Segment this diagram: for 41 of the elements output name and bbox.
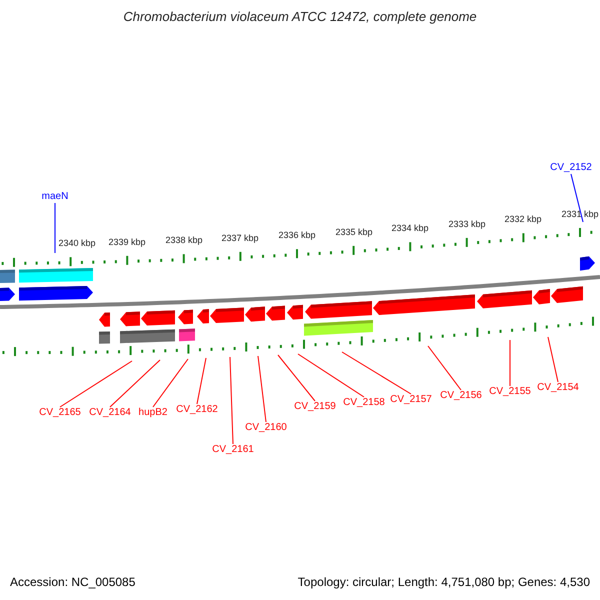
gene-label: CV_2162 — [176, 404, 218, 416]
scale-label: 2338 kbp — [164, 234, 204, 246]
gene-label: CV_2161 — [212, 444, 254, 456]
gene-label: CV_2160 — [245, 422, 287, 434]
gene-label: CV_2157 — [390, 394, 432, 406]
gene-label: CV_2155 — [489, 386, 531, 398]
scale-label: 2335 kbp — [334, 226, 374, 238]
accession-label: Accession: NC_005085 — [10, 576, 136, 588]
gene-label: CV_2158 — [343, 397, 385, 409]
leader-line — [570, 174, 584, 222]
leader-line — [258, 356, 266, 422]
leader-line — [196, 358, 206, 404]
gene-label: CV_2156 — [440, 390, 482, 402]
leader-line — [152, 358, 188, 408]
scale-label: 2334 kbp — [390, 222, 430, 234]
leader-line — [298, 354, 364, 398]
scale-label: 2333 kbp — [447, 218, 487, 230]
gene-label: CV_2159 — [294, 401, 336, 413]
scale-label: 2337 kbp — [220, 232, 260, 244]
leader-line — [54, 202, 56, 254]
leader-line — [428, 346, 462, 390]
scale-label: 2332 kbp — [503, 213, 543, 226]
genome-info-label: Topology: circular; Length: 4,751,080 bp; Genes: 4,530 — [298, 576, 590, 588]
scale-label: 2340 kbp — [57, 237, 97, 250]
scale-label: 2336 kbp — [277, 229, 317, 242]
gene-label: CV_2154 — [537, 382, 579, 394]
leader-line — [110, 360, 160, 408]
title: Chromobacterium violaceum ATCC 12472, complete genome — [122, 11, 478, 23]
leader-line — [342, 352, 412, 394]
scale-label: 2339 kbp — [107, 236, 147, 248]
leader-line — [278, 354, 316, 402]
scale-label: 2331 kbp — [560, 208, 600, 220]
leader-line — [230, 356, 234, 444]
leader-line — [60, 360, 132, 408]
scale-ruler — [2, 316, 594, 356]
gene-label: CV_2165 — [39, 407, 81, 419]
gene-label: maeN — [42, 191, 68, 203]
gene-label: hupB2 — [138, 407, 168, 419]
leader-line — [548, 336, 558, 382]
gene-label: CV_2164 — [89, 407, 131, 419]
gene-label: CV_2152 — [550, 162, 592, 174]
